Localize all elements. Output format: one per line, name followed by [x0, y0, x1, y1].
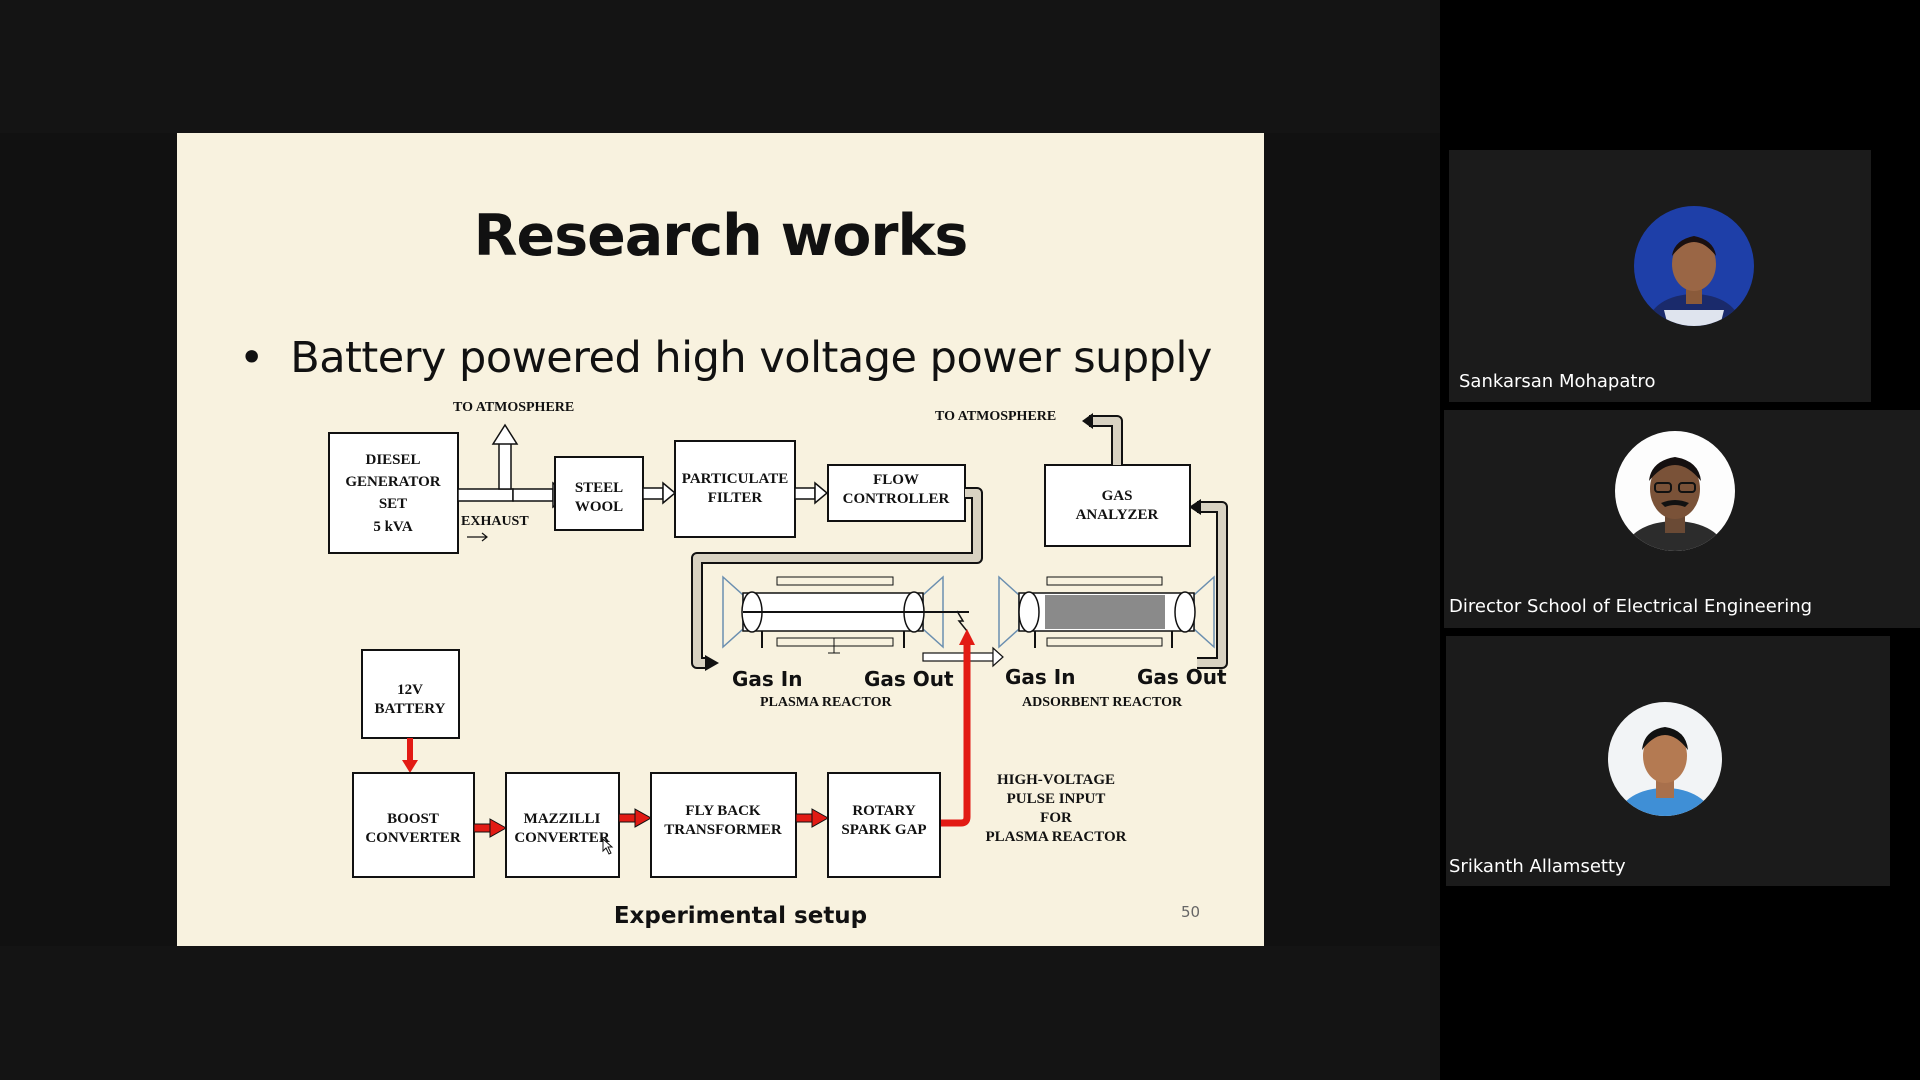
gas-in-plasma-label: Gas In: [732, 667, 802, 691]
diesel-label-2: GENERATOR: [345, 474, 440, 490]
arrow-flyback-to-rotary: [795, 808, 830, 828]
boost-converter-block: BOOST CONVERTER: [352, 772, 475, 878]
vent-tube: [1089, 417, 1121, 465]
flyback-label-1: FLY BACK: [685, 803, 760, 819]
hv-label-2: PULSE INPUT: [1007, 791, 1106, 807]
pipe-filter-to-controller: [794, 481, 829, 505]
shared-screen-area: Research works • Battery powered high vo…: [0, 0, 1440, 1080]
rotary-label-2: SPARK GAP: [841, 822, 926, 838]
exhaust-pipe: [457, 423, 571, 509]
boost-label-2: CONVERTER: [365, 830, 460, 846]
flyback-label-2: TRANSFORMER: [664, 822, 782, 838]
bullet-icon: •: [239, 333, 291, 383]
letterbox-top: [0, 0, 1440, 133]
diesel-generator-block: DIESEL GENERATOR SET 5 kVA: [328, 432, 459, 554]
diesel-label-3: SET: [379, 496, 407, 512]
participant-tile-1[interactable]: Sankarsan Mohapatro: [1449, 150, 1871, 402]
bullet-text: Battery powered high voltage power suppl…: [290, 333, 1212, 383]
adsorbent-reactor-drawing: [998, 575, 1215, 649]
slide-bullet: • Battery powered high voltage power sup…: [239, 333, 1212, 383]
rotary-label-1: ROTARY: [852, 803, 916, 819]
participants-panel: Sankarsan Mohapatro Director School of E…: [1440, 0, 1920, 1080]
experimental-setup-diagram: DIESEL GENERATOR SET 5 kVA TO ATMOSPHERE…: [328, 400, 1228, 878]
flow-label-2: CONTROLLER: [843, 491, 950, 507]
battery-arrow-icon: [402, 760, 418, 773]
avatar: [1615, 431, 1735, 551]
boost-label-1: BOOST: [387, 811, 439, 827]
mazzilli-converter-block: MAZZILLI CONVERTER: [505, 772, 620, 878]
plasma-reactor-label: PLASMA REACTOR: [760, 695, 892, 710]
rotary-spark-gap-block: ROTARY SPARK GAP: [827, 772, 941, 878]
flow-label-1: FLOW: [873, 472, 919, 488]
arrow-boost-to-mazzilli: [473, 818, 508, 838]
mazzilli-label-2: CONVERTER: [514, 830, 609, 846]
slide-title: Research works: [473, 203, 969, 269]
plasma-reactor-drawing: [722, 575, 969, 654]
diesel-label-1: DIESEL: [365, 452, 420, 468]
adsorbent-reactor-label: ADSORBENT REACTOR: [1022, 695, 1183, 710]
participant-name: Sankarsan Mohapatro: [1459, 371, 1656, 392]
participant-tile-2[interactable]: Director School of Electrical Engineerin…: [1444, 410, 1920, 628]
hv-arrowhead-icon: [959, 629, 975, 645]
participant-name: Srikanth Allamsetty: [1449, 856, 1626, 877]
mouse-cursor-icon: [602, 837, 614, 855]
vent-arrowhead-icon: [1082, 413, 1093, 429]
hv-label-4: PLASMA REACTOR: [986, 829, 1127, 845]
hv-label-1: HIGH-VOLTAGE: [997, 772, 1115, 788]
analyzer-label-2: ANALYZER: [1076, 507, 1159, 523]
participant-tile-3[interactable]: Srikanth Allamsetty: [1446, 636, 1890, 886]
to-atmosphere-right: TO ATMOSPHERE: [935, 409, 1056, 424]
gas-in-adsorbent-label: Gas In: [1005, 665, 1075, 689]
particulate-filter-block: PARTICULATE FILTER: [674, 440, 796, 538]
hv-red-line: [940, 641, 971, 827]
battery-label-2: BATTERY: [375, 701, 446, 717]
person-avatar-icon: [1615, 431, 1735, 551]
pipe-plasma-to-adsorbent: [922, 646, 1004, 668]
flyback-transformer-block: FLY BACK TRANSFORMER: [650, 772, 797, 878]
avatar: [1634, 206, 1754, 326]
steel-wool-block: STEEL WOOL: [554, 456, 644, 531]
gas-out-plasma-label: Gas Out: [864, 667, 954, 691]
person-avatar-icon: [1634, 206, 1754, 326]
steel-label-2: WOOL: [575, 499, 623, 515]
gas-analyzer-block: GAS ANALYZER: [1044, 464, 1191, 547]
to-atmosphere-left: TO ATMOSPHERE: [453, 400, 574, 415]
letterbox-bottom: [0, 946, 1440, 1080]
steel-label-1: STEEL: [575, 480, 623, 496]
tube-to-analyzer: [1197, 503, 1226, 667]
vent-tube-outline: [1089, 415, 1123, 465]
battery-block: 12V BATTERY: [361, 649, 460, 739]
analyzer-arrowhead-icon: [1189, 499, 1201, 515]
diagram-caption: Experimental setup: [613, 903, 868, 929]
tube-arrowhead-icon: [705, 655, 719, 671]
exhaust-arrow-icon: [467, 532, 488, 542]
battery-label-1: 12V: [397, 682, 423, 698]
diesel-label-4: 5 kVA: [373, 519, 412, 535]
particulate-label-2: FILTER: [708, 490, 763, 506]
flow-controller-block: FLOW CONTROLLER: [827, 464, 966, 522]
slide-page-number: 50: [1181, 903, 1201, 921]
hv-label-3: FOR: [1040, 810, 1072, 826]
mazzilli-label-1: MAZZILLI: [524, 811, 601, 827]
exhaust-label: EXHAUST: [461, 514, 529, 529]
arrow-mazzilli-to-flyback: [618, 808, 653, 828]
participant-name: Director School of Electrical Engineerin…: [1449, 596, 1813, 617]
hv-pulse-label: HIGH-VOLTAGE PULSE INPUT FOR PLASMA REAC…: [986, 772, 1127, 845]
avatar: [1608, 702, 1722, 816]
particulate-label-1: PARTICULATE: [682, 471, 788, 487]
tube-to-plasma: [693, 489, 981, 667]
pipe-steel-to-filter: [642, 481, 677, 505]
analyzer-label-1: GAS: [1102, 488, 1133, 504]
presentation-slide: Research works • Battery powered high vo…: [177, 133, 1264, 946]
person-avatar-icon: [1608, 702, 1722, 816]
